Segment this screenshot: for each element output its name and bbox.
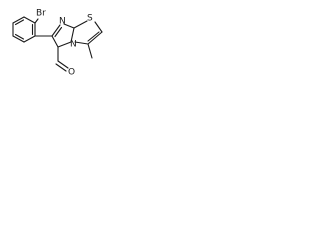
thiazole-bond-c7a-s bbox=[73, 20, 88, 29]
chemical-structure-diagram: Br N N S O bbox=[12, 9, 103, 78]
atom-label-aldehyde-oxygen: O bbox=[68, 68, 75, 78]
thiazole-ring bbox=[73, 20, 103, 45]
imidazole-bond-c5-c6 bbox=[51, 35, 59, 48]
imidazole-bond-n1-c7a bbox=[63, 23, 75, 29]
phenyl-double-bond-2 bbox=[14, 33, 25, 40]
phenyl-double-bond-1 bbox=[14, 19, 25, 26]
imidazole-bond-c7a-n4 bbox=[70, 27, 75, 43]
phenyl-bond-4 bbox=[12, 35, 25, 43]
atom-label-sulfur: S bbox=[87, 14, 93, 24]
aldehyde-co-bond bbox=[57, 60, 69, 69]
phenyl-bond-2 bbox=[12, 16, 25, 24]
bromine-bond bbox=[34, 18, 39, 24]
atom-label-imidazole-nitrogen: N bbox=[59, 17, 66, 27]
imidazole-double-bond-c6-n1 bbox=[54, 26, 63, 38]
thiazole-bond-c2-c3 bbox=[87, 31, 103, 45]
phenyl-bond-1 bbox=[23, 16, 36, 24]
imidazole-bond-n4-c5 bbox=[57, 41, 72, 48]
aldehyde-co-double-bond bbox=[55, 63, 67, 72]
methyl-bond bbox=[87, 43, 93, 59]
atom-label-bromine: Br bbox=[36, 9, 46, 19]
aldehyde-group bbox=[55, 46, 69, 72]
thiazole-bond-s-c2 bbox=[94, 21, 103, 33]
atom-label-bridgehead-nitrogen: N bbox=[70, 40, 77, 50]
thiazole-double-bond-c2-c3 bbox=[87, 31, 100, 42]
imidazole-ring bbox=[51, 23, 75, 48]
phenyl-bond-5 bbox=[23, 35, 36, 43]
imidazole-bond-c6-n1 bbox=[51, 24, 61, 37]
bromophenyl-ring bbox=[12, 16, 36, 43]
thiazole-bond-c3-n4 bbox=[74, 41, 89, 45]
